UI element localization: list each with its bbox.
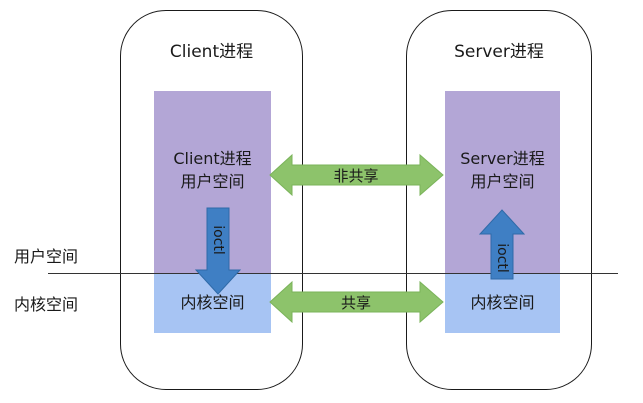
server-user-block-line1: Server进程 bbox=[460, 149, 545, 168]
shared-double-arrow bbox=[269, 280, 444, 324]
shared-label: 共享 bbox=[340, 294, 371, 312]
client-ioctl-label: ioctl bbox=[210, 225, 226, 255]
client-kernel-block-label: 内核空间 bbox=[180, 293, 245, 312]
client-user-block-line2: 用户空间 bbox=[180, 172, 245, 191]
server-kernel-space-block bbox=[445, 274, 560, 333]
client-process-title: Client进程 bbox=[169, 42, 254, 62]
server-user-block-line2: 用户空间 bbox=[470, 172, 535, 191]
user-space-side-label: 用户空间 bbox=[14, 247, 79, 266]
user-kernel-divider bbox=[48, 273, 618, 274]
server-kernel-block-label: 内核空间 bbox=[470, 293, 535, 312]
server-process-title: Server进程 bbox=[454, 42, 544, 62]
server-ioctl-label: ioctl bbox=[494, 243, 510, 273]
non-shared-double-arrow bbox=[269, 153, 444, 197]
client-user-block-line1: Client进程 bbox=[173, 149, 252, 168]
non-shared-label: 非共享 bbox=[333, 167, 379, 185]
kernel-space-side-label: 内核空间 bbox=[14, 295, 79, 314]
client-ioctl-arrow bbox=[194, 207, 242, 295]
server-ioctl-arrow bbox=[478, 209, 526, 280]
